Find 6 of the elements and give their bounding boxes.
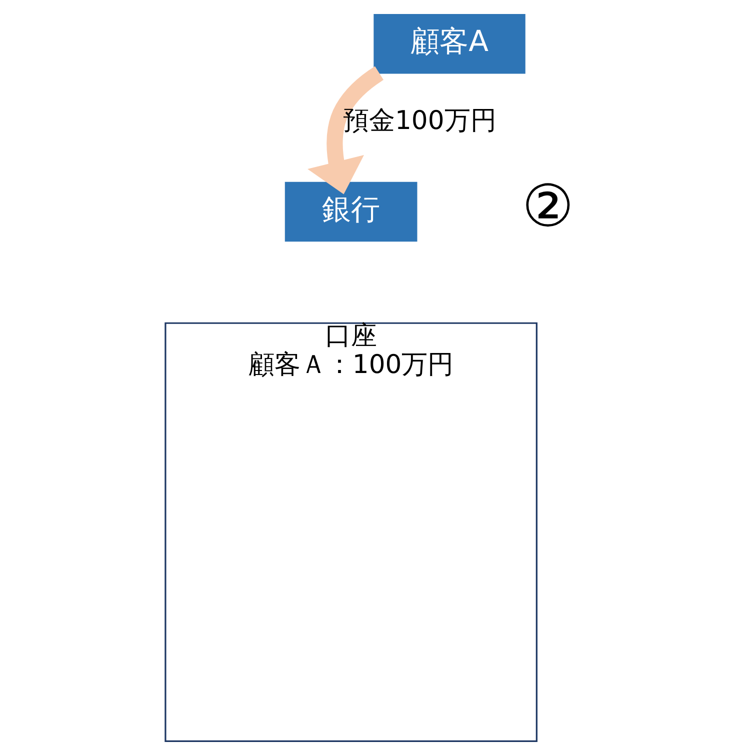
node-box: 銀行 <box>284 182 417 242</box>
arrow <box>307 66 384 194</box>
node-box: 口座 顧客Ａ：100万円 <box>164 322 537 742</box>
edge-label: 預金100万円 <box>342 106 496 136</box>
node-box: 顧客A <box>373 14 525 74</box>
label: ② <box>521 172 574 240</box>
